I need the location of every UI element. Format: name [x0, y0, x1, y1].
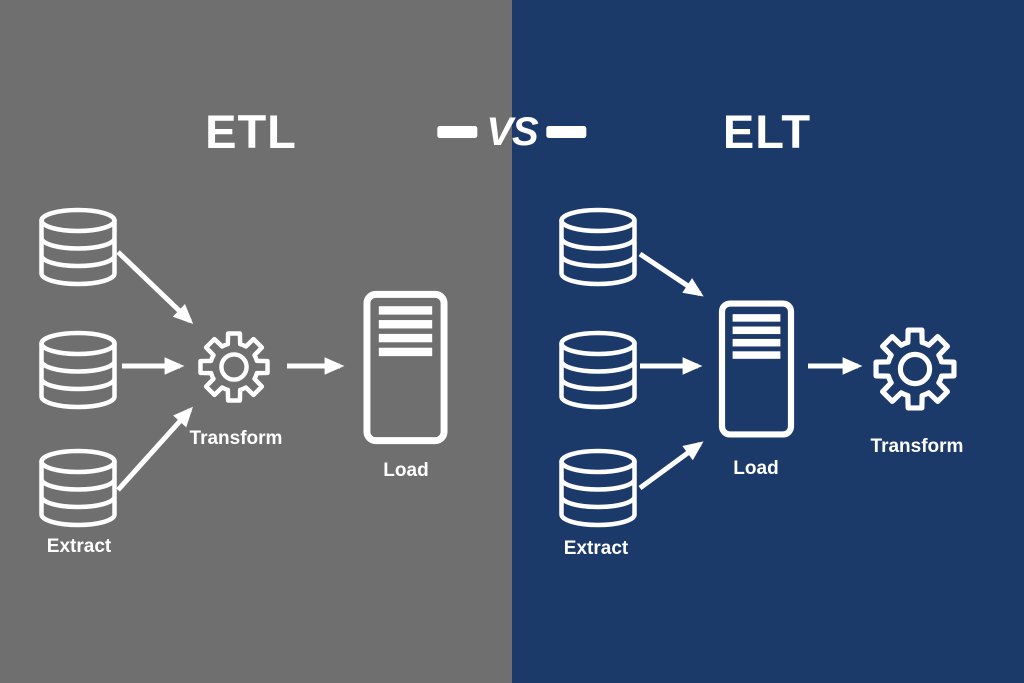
vs-left-dash	[437, 126, 478, 138]
server-icon	[718, 300, 795, 438]
etl-flow-arrows	[116, 250, 345, 492]
gear-icon	[872, 326, 958, 412]
database-icon	[37, 448, 119, 528]
server-icon	[363, 290, 448, 445]
vs-right-dash	[546, 126, 587, 138]
elt-panel: ELT Load Transform Extract	[512, 0, 1024, 683]
vs-badge: VS	[437, 110, 587, 154]
database-icon	[557, 448, 639, 528]
database-icon	[557, 207, 639, 287]
gear-icon	[197, 330, 271, 404]
arrow-extract3-to-load	[638, 441, 704, 491]
arrow-extract1-to-transform	[116, 250, 194, 325]
database-icon	[37, 330, 119, 410]
arrow-extract3-to-transform	[116, 406, 193, 492]
extract-label: Extract	[563, 538, 629, 559]
database-icon	[557, 330, 639, 410]
etl-panel: ETL Transform Load Extract	[0, 0, 512, 683]
transform-label: Transform	[189, 428, 283, 449]
etl-title: ETL	[205, 105, 297, 158]
elt-title: ELT	[722, 105, 812, 158]
arrow-extract1-to-load	[638, 251, 704, 297]
database-icon	[37, 207, 119, 287]
vs-label: VS	[486, 110, 538, 154]
transform-label: Transform	[870, 436, 964, 457]
extract-label: Extract	[46, 536, 112, 557]
elt-flow-arrows	[638, 251, 863, 491]
load-label: Load	[383, 460, 429, 481]
load-label: Load	[733, 458, 779, 479]
